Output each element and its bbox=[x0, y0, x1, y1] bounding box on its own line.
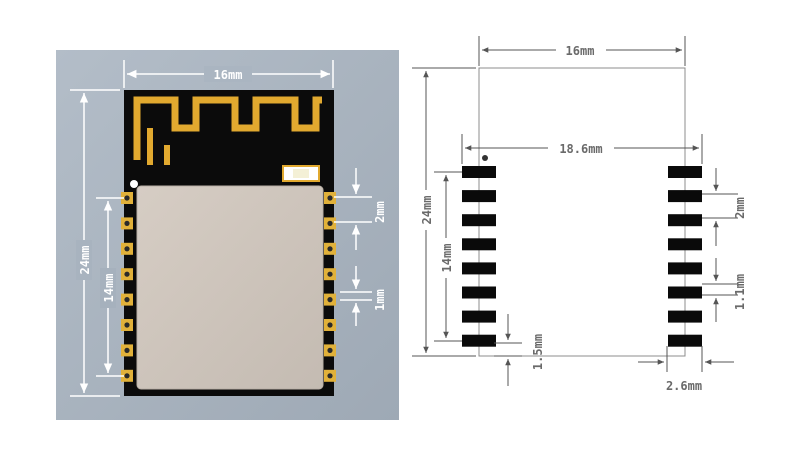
photo-pad bbox=[121, 192, 133, 204]
dim-width: 16mm bbox=[123, 60, 334, 88]
footprint-pad bbox=[668, 214, 702, 227]
antenna-trace bbox=[133, 96, 322, 160]
fp-dim-pad-span: 18.6mm bbox=[461, 134, 703, 164]
dim-height: 24mm bbox=[70, 89, 120, 397]
photo-pad bbox=[121, 293, 133, 306]
footprint-pad bbox=[668, 286, 702, 299]
photo-pad bbox=[324, 369, 336, 382]
footprint-drawing: 16mm 18.6mm 24mm 14mm bbox=[412, 36, 747, 393]
footprint-pad bbox=[462, 310, 496, 323]
footprint-pad bbox=[462, 166, 496, 178]
footprint-pad bbox=[462, 214, 496, 227]
photo-pad bbox=[121, 319, 133, 331]
pin1-marker bbox=[130, 180, 138, 188]
photo-panel: 16mm 24mm 14mm 2mm bbox=[56, 50, 399, 420]
photo-pad bbox=[324, 217, 336, 230]
led-inner bbox=[293, 169, 309, 178]
footprint-pad bbox=[462, 238, 496, 251]
footprint-pads-left bbox=[462, 166, 496, 347]
dim-pad-width-label: 1mm bbox=[373, 289, 387, 311]
fp-dim-pad-length-label: 2.6mm bbox=[666, 379, 702, 393]
photo-pad bbox=[324, 293, 336, 306]
dim-pin-span-label: 14mm bbox=[102, 274, 116, 303]
module-outline bbox=[478, 67, 686, 357]
footprint-pad bbox=[668, 166, 702, 178]
footprint-pad bbox=[462, 190, 496, 203]
fp-dim-height: 24mm bbox=[412, 67, 476, 357]
dim-pin-span: 14mm bbox=[96, 197, 124, 377]
dim-pad-width: 1mm bbox=[340, 266, 387, 326]
photo-pad bbox=[121, 369, 133, 382]
dim-pitch-label: 2mm bbox=[373, 201, 387, 223]
fp-dim-bottom-offset: 1.5mm bbox=[494, 314, 545, 386]
fp-dim-pad-width-label: 1.1mm bbox=[733, 274, 747, 310]
photo-pad bbox=[121, 268, 133, 281]
dim-width-label: 16mm bbox=[214, 68, 243, 82]
fp-dim-pad-length: 2.6mm bbox=[638, 346, 734, 393]
footprint-pad bbox=[462, 286, 496, 299]
footprint-pads-right bbox=[668, 166, 702, 347]
fp-dim-width: 16mm bbox=[478, 36, 686, 66]
fp-dim-pin-span: 14mm bbox=[434, 171, 462, 342]
fp-dim-height-label: 24mm bbox=[420, 196, 434, 225]
fp-dim-bottom-offset-label: 1.5mm bbox=[531, 334, 545, 370]
footprint-pad bbox=[668, 262, 702, 275]
shield-can bbox=[136, 185, 324, 390]
dim-pitch: 2mm bbox=[334, 168, 387, 250]
photo-pad bbox=[324, 344, 336, 357]
footprint-pad bbox=[462, 262, 496, 275]
fp-dim-width-label: 16mm bbox=[566, 44, 595, 58]
fp-dim-pad-width: 1.1mm bbox=[702, 258, 747, 322]
footprint-pad bbox=[668, 334, 702, 347]
fp-dim-pitch-label: 2mm bbox=[733, 197, 747, 219]
pads-right bbox=[324, 192, 336, 382]
fp-dim-pin-span-label: 14mm bbox=[440, 244, 454, 273]
antenna-feed bbox=[147, 128, 170, 165]
photo-pad bbox=[121, 344, 133, 357]
fp-dim-pitch: 2mm bbox=[702, 168, 747, 246]
footprint-pad bbox=[462, 334, 496, 347]
footprint-pad bbox=[668, 310, 702, 323]
photo-pad bbox=[121, 242, 133, 255]
photo-pad bbox=[324, 242, 336, 255]
dim-height-label: 24mm bbox=[78, 246, 92, 275]
photo-pad bbox=[324, 319, 336, 331]
photo-pad bbox=[121, 217, 133, 230]
photo-pad bbox=[324, 268, 336, 281]
photo-pad bbox=[324, 192, 336, 204]
pads-left bbox=[121, 192, 133, 382]
fp-dim-pad-span-label: 18.6mm bbox=[559, 142, 602, 156]
pin1-dot bbox=[482, 155, 488, 161]
footprint-pad bbox=[668, 238, 702, 251]
footprint-pad bbox=[668, 190, 702, 203]
